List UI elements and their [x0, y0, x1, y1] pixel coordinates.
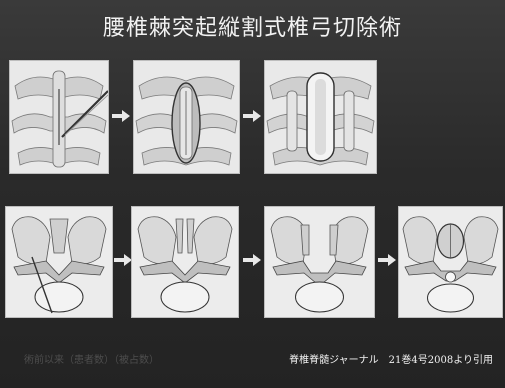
right-arrow-icon	[112, 110, 130, 122]
spine-posterior-illustration	[10, 61, 108, 173]
cross-section-step-3	[264, 206, 375, 318]
faded-caption-text: 術前以来（患者数）（被占数）	[24, 351, 159, 366]
right-arrow-icon	[378, 254, 396, 266]
citation-credit: 脊椎脊髄ジャーナル 21巻4号2008より引用	[289, 351, 493, 366]
spine-posterior-illustration	[265, 61, 376, 173]
vertebra-cross-section-illustration	[265, 207, 374, 317]
vertebra-cross-section-illustration	[399, 207, 502, 317]
cross-section-step-1	[5, 206, 113, 318]
posterior-view-step-3	[264, 60, 377, 174]
vertebra-cross-section-illustration	[6, 207, 112, 317]
vertebra-cross-section-illustration	[132, 207, 238, 317]
right-arrow-icon	[243, 254, 261, 266]
cross-section-step-4	[398, 206, 503, 318]
posterior-view-step-1	[9, 60, 109, 174]
posterior-view-step-2	[133, 60, 240, 174]
cross-section-step-2	[131, 206, 239, 318]
slide-title: 腰椎棘突起縦割式椎弓切除術	[0, 10, 505, 42]
right-arrow-icon	[114, 254, 132, 266]
right-arrow-icon	[243, 110, 261, 122]
spine-posterior-illustration	[134, 61, 239, 173]
